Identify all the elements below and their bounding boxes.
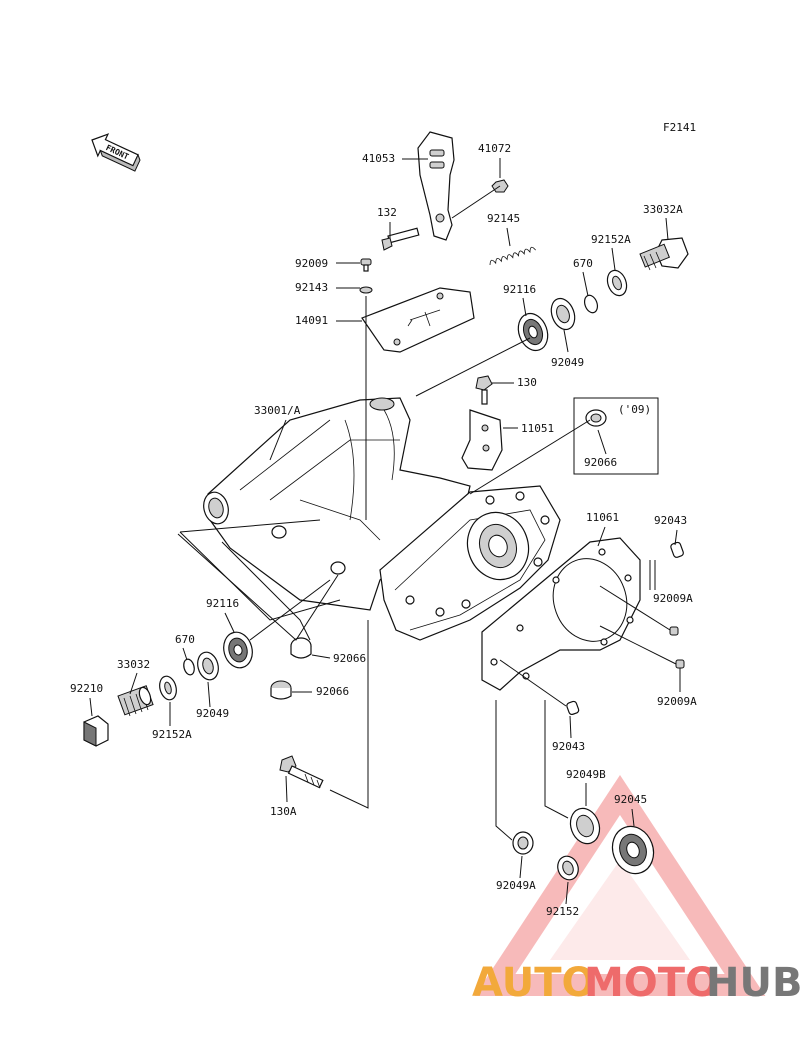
watermark-auto: AUTO [472, 960, 596, 1006]
callout-92210: 92210 [70, 682, 103, 695]
callout-11051: 11051 [521, 422, 554, 435]
oring-670-left [183, 658, 195, 676]
dowel-92043-top [670, 541, 684, 558]
gasket-11061 [481, 537, 641, 691]
callout-11061: 11061 [586, 511, 619, 524]
callout-92043-low: 92043 [552, 740, 585, 753]
bracket-11051 [461, 409, 503, 471]
cover-14091 [361, 287, 475, 353]
callout-33001A: 33001/A [254, 404, 301, 417]
callout-33032A: 33032A [643, 203, 683, 216]
bolt-92009 [360, 258, 372, 272]
callout-130: 130 [517, 376, 537, 389]
dowel-92043-low [566, 700, 580, 716]
plug-92066-low [270, 680, 292, 700]
seal-92049-left [197, 651, 219, 681]
adjuster-33032 [117, 685, 154, 717]
callout-92009A-1: 92009A [653, 592, 693, 605]
callout-92045: 92045 [614, 793, 647, 806]
bracket-41053 [417, 131, 455, 241]
watermark-logo [474, 774, 766, 996]
bolt-130A [279, 755, 324, 789]
bearing-92116-top [517, 312, 549, 352]
adjuster-33032A [639, 237, 689, 271]
oring-670-top [583, 294, 599, 314]
plug-92066-mid [290, 637, 312, 659]
bolt-92009A-1 [669, 626, 679, 636]
watermark-hub: HUB [706, 960, 800, 1006]
callout-92009A-2: 92009A [657, 695, 697, 708]
callout-92152A-top: 92152A [591, 233, 631, 246]
bush-92152 [557, 855, 579, 881]
bolt-130 [475, 375, 493, 405]
callout-33032: 33032 [117, 658, 150, 671]
callout-92066-box: 92066 [584, 456, 617, 469]
callout-14091: 14091 [295, 314, 328, 327]
callout-92066-low: 92066 [316, 685, 349, 698]
callout-92116-top: 92116 [503, 283, 536, 296]
callout-92066-mid: 92066 [333, 652, 366, 665]
variant-box-09 [573, 397, 659, 475]
bearing-92045 [611, 825, 655, 875]
watermark-text: AUTO MOTO HUB [472, 960, 800, 1006]
callout-92009: 92009 [295, 257, 328, 270]
nut-92210 [83, 715, 109, 747]
front-arrow-icon: FRONT [91, 133, 141, 172]
callout-92152: 92152 [546, 905, 579, 918]
bolt-92009A-2 [675, 659, 685, 669]
callout-92116-left: 92116 [206, 597, 239, 610]
seal-92049A [512, 831, 534, 855]
washer-92152A-left [159, 675, 177, 701]
callout-92152A-left: 92152A [152, 728, 192, 741]
figure-code: F2141 [663, 121, 696, 134]
callout-670-left: 670 [175, 633, 195, 646]
callout-92049-top: 92049 [551, 356, 584, 369]
callout-41053: 41053 [362, 152, 395, 165]
callout-92043-top: 92043 [654, 514, 687, 527]
callout-92049A: 92049A [496, 879, 536, 892]
leader-lines [89, 158, 681, 905]
bolt-132 [381, 227, 420, 251]
callout-92143: 92143 [295, 281, 328, 294]
seal-92049B [569, 807, 601, 845]
callout-92049B: 92049B [566, 768, 606, 781]
spring-92145 [489, 246, 536, 266]
callout-09: ('09) [618, 403, 651, 416]
callout-670-top: 670 [573, 257, 593, 270]
washer-92143 [359, 286, 373, 294]
callout-130A: 130A [270, 805, 297, 818]
watermark-moto: MOTO [584, 960, 719, 1006]
callout-92145: 92145 [487, 212, 520, 225]
part-callouts: 41053 41072 132 92145 33032A 92152A 670 92009 92… [70, 142, 697, 918]
callout-41072: 41072 [478, 142, 511, 155]
swingarm-housing-33001A [203, 397, 561, 641]
callout-92049-left: 92049 [196, 707, 229, 720]
callout-132: 132 [377, 206, 397, 219]
bearing-92116-left [223, 631, 253, 669]
